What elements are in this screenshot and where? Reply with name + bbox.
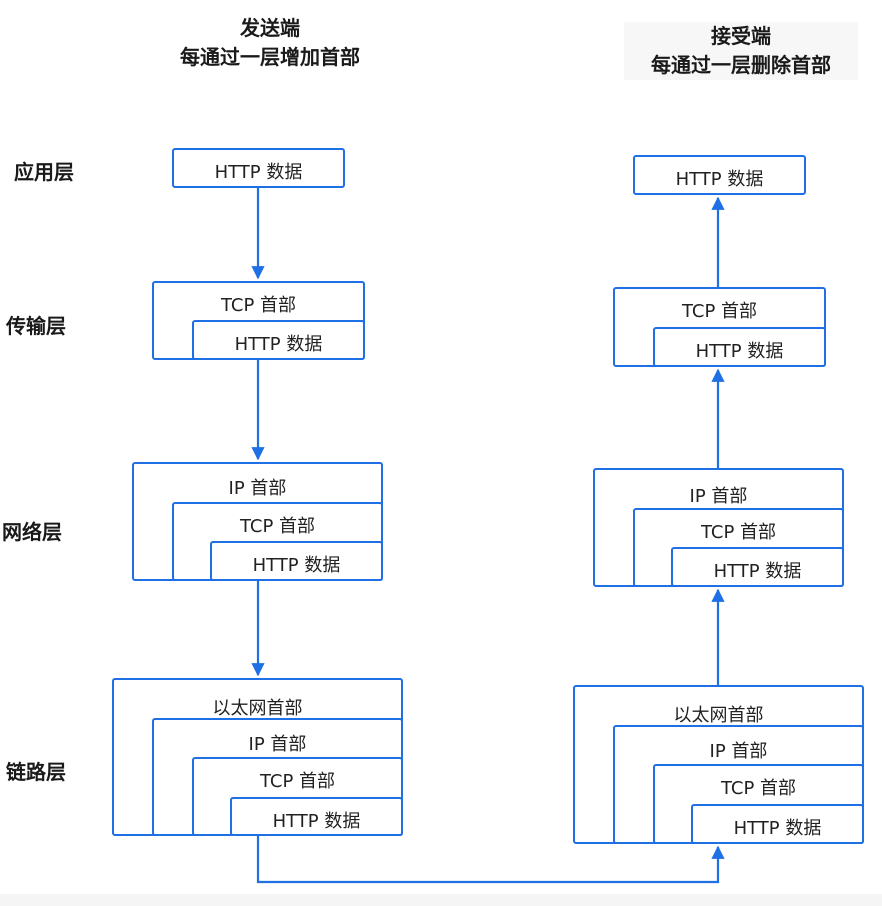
layer-link: 链路层 xyxy=(6,760,66,784)
http-data-label: HTTP 数据 xyxy=(733,818,822,839)
receiver-header: 接受端 每通过一层删除首部 xyxy=(624,22,858,80)
tcp-header-label: TCP 首部 xyxy=(720,778,797,799)
layer-network: 网络层 xyxy=(2,520,62,544)
http-data-label: HTTP 数据 xyxy=(713,561,802,582)
http-data-label: HTTP 数据 xyxy=(675,169,764,190)
ethernet-header-label: 以太网首部 xyxy=(212,698,303,719)
arrow-physical-link xyxy=(256,836,725,884)
http-data-label: HTTP 数据 xyxy=(234,334,323,355)
receiver-subtitle: 每通过一层删除首部 xyxy=(651,53,831,77)
receiver-transport-http-box: HTTP 数据 xyxy=(653,327,826,367)
tcp-header-label: TCP 首部 xyxy=(220,295,297,316)
tcp-header-label: TCP 首部 xyxy=(239,516,316,537)
ethernet-header-label: 以太网首部 xyxy=(673,705,764,726)
sender-network-http-box: HTTP 数据 xyxy=(210,541,383,581)
sender-app-http-box: HTTP 数据 xyxy=(172,148,345,188)
sender-transport-http-box: HTTP 数据 xyxy=(192,320,365,360)
sender-header: 发送端 每通过一层增加首部 xyxy=(140,14,400,72)
tcp-header-label: TCP 首部 xyxy=(681,301,758,322)
receiver-network-http-box: HTTP 数据 xyxy=(671,547,844,587)
ip-header-label: IP 首部 xyxy=(689,486,748,507)
ip-header-label: IP 首部 xyxy=(248,734,307,755)
http-data-label: HTTP 数据 xyxy=(214,162,303,183)
tcp-header-label: TCP 首部 xyxy=(259,771,336,792)
layer-transport: 传输层 xyxy=(6,314,66,338)
bottom-strip xyxy=(0,894,882,906)
receiver-link-http-box: HTTP 数据 xyxy=(691,804,864,844)
http-data-label: HTTP 数据 xyxy=(272,811,361,832)
sender-link-http-box: HTTP 数据 xyxy=(230,797,403,836)
ip-header-label: IP 首部 xyxy=(228,478,287,499)
ip-header-label: IP 首部 xyxy=(709,741,768,762)
receiver-title: 接受端 xyxy=(711,24,771,48)
sender-subtitle: 每通过一层增加首部 xyxy=(180,45,360,69)
sender-title: 发送端 xyxy=(240,16,300,40)
tcp-header-label: TCP 首部 xyxy=(700,522,777,543)
layer-application: 应用层 xyxy=(14,160,74,184)
receiver-app-http-box: HTTP 数据 xyxy=(633,155,806,195)
http-data-label: HTTP 数据 xyxy=(695,341,784,362)
http-data-label: HTTP 数据 xyxy=(252,555,341,576)
